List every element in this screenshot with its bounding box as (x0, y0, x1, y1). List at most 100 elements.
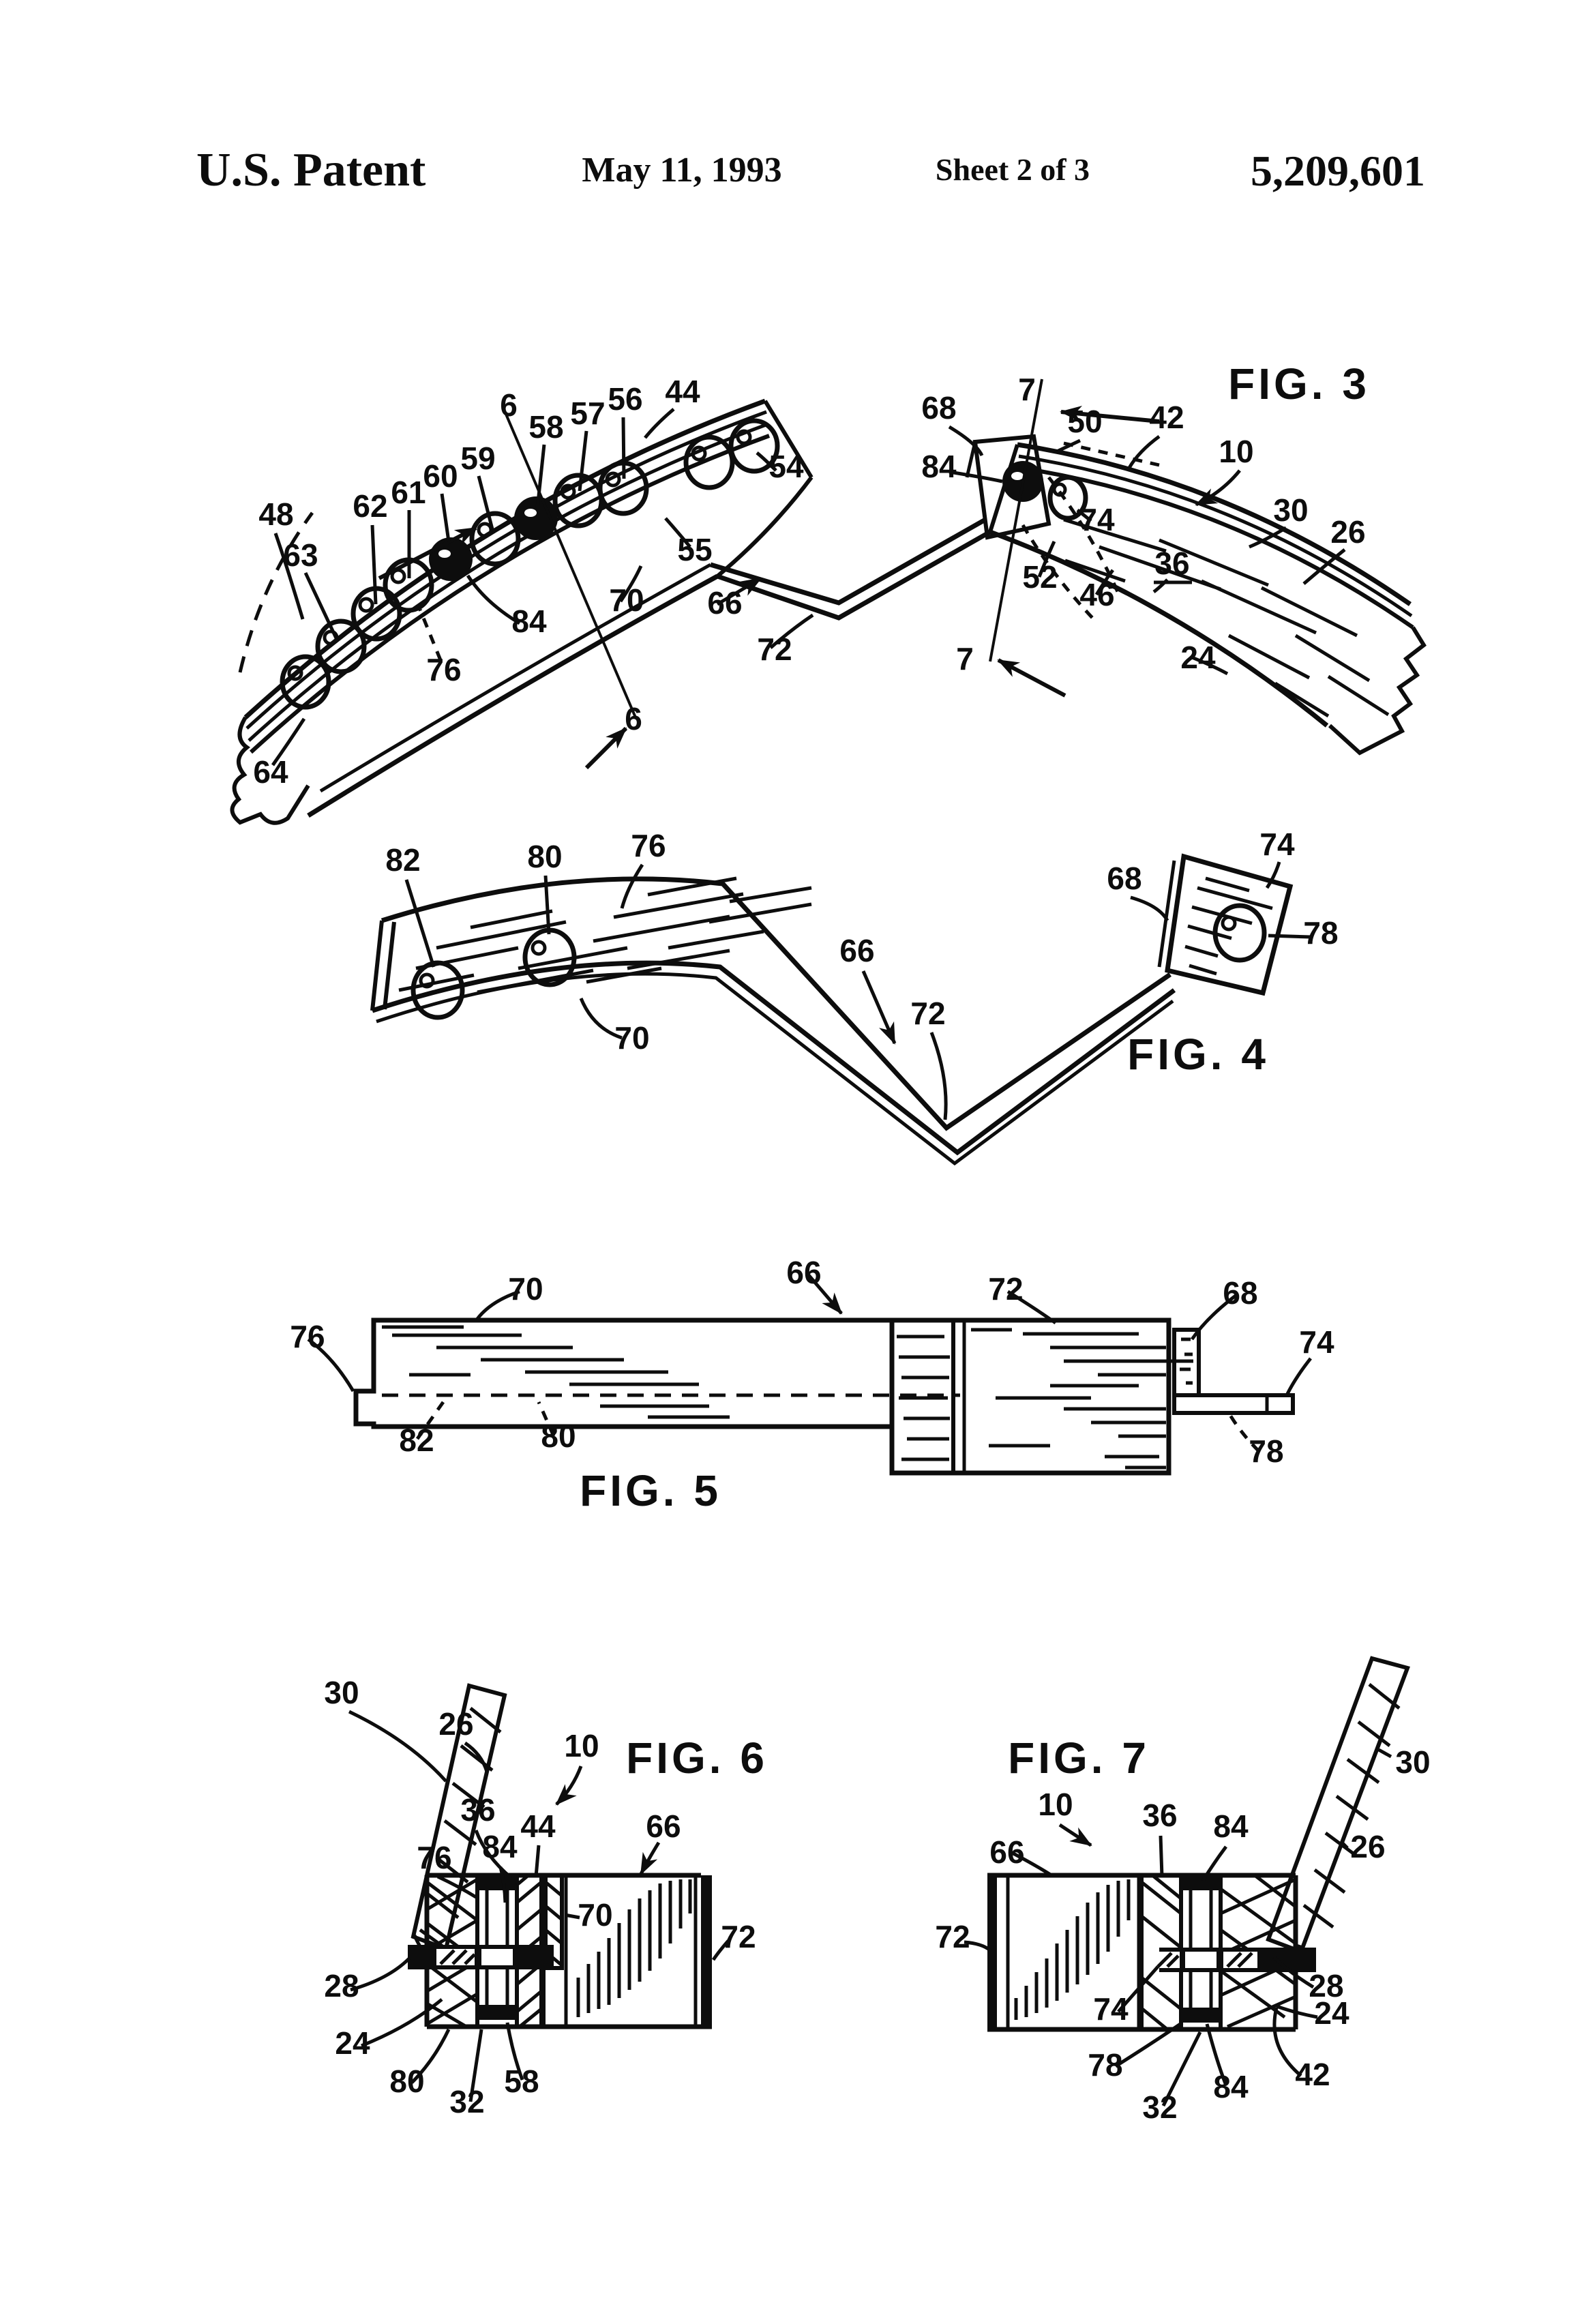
fig6-ref-66: 66 (646, 1808, 681, 1844)
fig6-drawing (348, 1683, 730, 2102)
fig7-ref-24: 24 (1314, 1995, 1349, 2031)
fig6-labels: 30 26 10 36 44 84 76 66 70 72 28 24 80 3… (324, 1675, 768, 2119)
fig3-ref-52: 52 (1022, 559, 1057, 595)
fig7-ref-66: 66 (989, 1834, 1024, 1870)
fig4-ref-76: 76 (631, 828, 666, 863)
fig6-ref-44: 44 (520, 1808, 556, 1844)
fig3-ref-50: 50 (1067, 404, 1102, 439)
fig6-ref-26: 26 (438, 1706, 473, 1742)
fig7-ref-84-bottom: 84 (1213, 2069, 1249, 2104)
fig6-ref-32: 32 (449, 2084, 484, 2119)
fig3-ref-68: 68 (921, 390, 956, 426)
fig5-ref-74: 74 (1299, 1324, 1334, 1360)
fig5-labels: 70 76 82 80 66 72 68 74 78 FIG. 5 (290, 1255, 1334, 1515)
fig3-ref-42: 42 (1149, 400, 1184, 435)
fig5-ref-76: 76 (290, 1319, 325, 1354)
fig4-ref-74: 74 (1259, 826, 1295, 862)
fig3-ref-7-bottom: 7 (956, 641, 974, 676)
fig4-ref-82: 82 (385, 842, 420, 878)
fig3-ref-24: 24 (1180, 640, 1216, 675)
fig4-drawing (370, 853, 1311, 1166)
fig7-ref-36: 36 (1142, 1798, 1177, 1833)
fig5-title: FIG. 5 (580, 1466, 721, 1515)
fig3-ref-72: 72 (757, 631, 792, 667)
fig3-drawing (230, 378, 1427, 825)
fig5-ref-78: 78 (1249, 1433, 1283, 1469)
fig4-title: FIG. 4 (1127, 1030, 1269, 1079)
fig4-ref-72: 72 (910, 996, 945, 1031)
fig3-ref-64: 64 (253, 754, 288, 790)
fig7-drawing (964, 1656, 1410, 2107)
fig3-ref-57: 57 (570, 396, 605, 431)
fig3-labels: 6 58 57 56 44 59 60 61 62 48 63 54 55 70… (253, 359, 1370, 790)
fig3-ref-70: 70 (609, 582, 644, 618)
fig6-ref-36: 36 (460, 1792, 495, 1828)
fig3-ref-26: 26 (1330, 514, 1365, 550)
fig3-ref-63: 63 (283, 537, 318, 573)
fig5-ref-72: 72 (988, 1271, 1023, 1307)
header-title: U.S. Patent (196, 144, 426, 196)
fig3-ref-76: 76 (426, 652, 461, 687)
fig7-ref-72: 72 (935, 1919, 970, 1954)
fig7-ref-74: 74 (1093, 1991, 1129, 2027)
fig6-ref-84: 84 (482, 1829, 518, 1864)
fig3-ref-10: 10 (1219, 434, 1253, 469)
fig3-ref-56: 56 (608, 381, 642, 417)
fig6-ref-30: 30 (324, 1675, 359, 1710)
fig5-ref-70: 70 (508, 1271, 543, 1307)
fig5-drawing (307, 1274, 1312, 1476)
fig4-ref-78: 78 (1303, 915, 1338, 951)
fig4-ref-80: 80 (527, 839, 562, 874)
fig3-ref-84-right: 84 (921, 449, 957, 484)
fig6-ref-10: 10 (564, 1728, 599, 1763)
fig3-ref-55: 55 (677, 532, 712, 567)
fig3-ref-7-top: 7 (1018, 372, 1036, 407)
fig6-ref-70: 70 (578, 1897, 612, 1933)
fig7-labels: 10 66 36 84 30 26 72 74 28 24 78 32 84 4… (935, 1733, 1430, 2125)
fig3-ref-6-top: 6 (500, 387, 518, 423)
fig7-ref-84-top: 84 (1213, 1808, 1249, 1844)
fig6-ref-58: 58 (504, 2064, 539, 2099)
fig6-ref-80: 80 (389, 2064, 424, 2099)
fig6-title: FIG. 6 (626, 1733, 768, 1783)
fig4-ref-66: 66 (839, 933, 874, 968)
fig3-ref-58: 58 (528, 409, 563, 445)
fig3-ref-60: 60 (423, 458, 458, 494)
fig3-ref-48: 48 (258, 496, 293, 532)
fig3-ref-59: 59 (460, 441, 495, 476)
fig6-ref-72: 72 (721, 1919, 756, 1954)
fig3-ref-62: 62 (353, 488, 387, 524)
fig6-ref-24: 24 (335, 2025, 370, 2061)
fig3-ref-54: 54 (768, 449, 804, 484)
fig3-title: FIG. 3 (1228, 359, 1370, 408)
fig3-ref-30: 30 (1273, 492, 1308, 528)
fig7-ref-26: 26 (1350, 1829, 1385, 1864)
fig3-ref-84-left: 84 (511, 604, 547, 639)
fig3-ref-36: 36 (1154, 546, 1189, 581)
fig7-ref-32: 32 (1142, 2089, 1177, 2125)
header-date: May 11, 1993 (582, 151, 781, 190)
fig4-ref-68: 68 (1107, 861, 1141, 896)
fig5-ref-68: 68 (1223, 1275, 1257, 1311)
sheet-header: U.S. Patent May 11, 1993 Sheet 2 of 3 5,… (196, 144, 1425, 196)
fig6-ref-76: 76 (417, 1840, 451, 1875)
fig4-ref-70: 70 (614, 1020, 649, 1056)
fig7-title: FIG. 7 (1008, 1733, 1150, 1783)
fig3-ref-61: 61 (391, 475, 426, 510)
fig6-ref-28: 28 (324, 1968, 359, 2003)
fig3-ref-44: 44 (665, 374, 700, 409)
header-patent-number: 5,209,601 (1251, 147, 1425, 195)
fig7-ref-30: 30 (1395, 1744, 1430, 1780)
header-sheet-number: Sheet 2 of 3 (936, 152, 1090, 187)
fig3-ref-6-bottom: 6 (625, 701, 642, 736)
fig7-ref-78: 78 (1088, 2047, 1122, 2083)
fig7-ref-28: 28 (1309, 1968, 1343, 2003)
fig5-ref-82: 82 (399, 1422, 434, 1458)
fig3-ref-74: 74 (1079, 502, 1115, 537)
fig5-ref-66: 66 (786, 1255, 821, 1290)
fig3-ref-66: 66 (707, 585, 742, 621)
fig4-labels: 82 80 76 70 66 72 68 74 78 FIG. 4 (385, 826, 1338, 1079)
fig5-ref-80: 80 (541, 1418, 576, 1454)
